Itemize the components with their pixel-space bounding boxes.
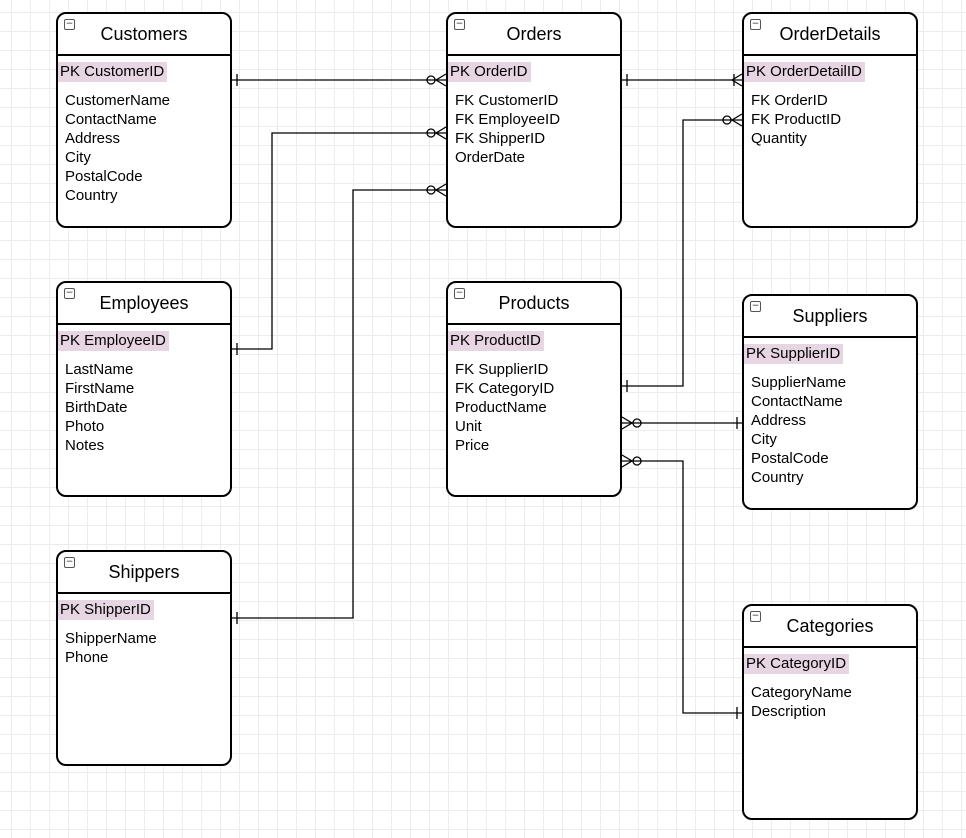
- field-list: LastName FirstName BirthDate Photo Notes: [58, 351, 230, 455]
- field: PostalCode: [65, 168, 143, 185]
- entity-employees[interactable]: − Employees PK EmployeeID LastName First…: [56, 281, 232, 497]
- entity-header: − Employees: [58, 283, 230, 325]
- field: Address: [751, 412, 807, 429]
- field: Phone: [65, 649, 109, 666]
- entity-header: − Customers: [58, 14, 230, 56]
- field: Photo: [65, 418, 105, 435]
- rel-shippers-orders: [232, 183, 447, 624]
- entity-header: − OrderDetails: [744, 14, 916, 56]
- entity-title: Products: [498, 292, 570, 313]
- rel-orders-orderdetails: [622, 73, 743, 87]
- field: Country: [65, 187, 118, 204]
- field: Address: [65, 130, 121, 147]
- field: City: [65, 149, 91, 166]
- field: Notes: [65, 437, 105, 454]
- field: City: [751, 431, 777, 448]
- field-list: SupplierName ContactName Address City Po…: [744, 364, 916, 487]
- collapse-icon[interactable]: −: [454, 19, 465, 30]
- field: FK CustomerID: [455, 92, 559, 109]
- entity-categories[interactable]: − Categories PK CategoryID CategoryName …: [742, 604, 918, 820]
- field: PostalCode: [751, 450, 829, 467]
- entity-products[interactable]: − Products PK ProductID FK SupplierID FK…: [446, 281, 622, 497]
- field: Description: [751, 703, 827, 720]
- entity-suppliers[interactable]: − Suppliers PK SupplierID SupplierName C…: [742, 294, 918, 510]
- entity-header: − Products: [448, 283, 620, 325]
- primary-key: PK OrderDetailID: [744, 62, 865, 82]
- primary-key: PK CustomerID: [58, 62, 168, 82]
- field: OrderDate: [455, 149, 526, 166]
- entity-title: Employees: [99, 292, 189, 313]
- rel-customers-orders: [232, 73, 447, 87]
- primary-key: PK EmployeeID: [58, 331, 169, 351]
- rel-products-orderdetails: [622, 113, 743, 392]
- field: ContactName: [751, 393, 843, 410]
- entity-title: Shippers: [108, 561, 180, 582]
- field-list: CategoryName Description: [744, 674, 916, 721]
- rel-suppliers-products: [621, 416, 742, 430]
- collapse-icon[interactable]: −: [750, 301, 761, 312]
- entity-title: Customers: [100, 23, 188, 44]
- field: ShipperName: [65, 630, 157, 647]
- collapse-icon[interactable]: −: [64, 19, 75, 30]
- collapse-icon[interactable]: −: [750, 611, 761, 622]
- entity-header: − Shippers: [58, 552, 230, 594]
- field-list: FK CustomerID FK EmployeeID FK ShipperID…: [448, 82, 620, 167]
- field: FK ProductID: [751, 111, 842, 128]
- field-list: ShipperName Phone: [58, 620, 230, 667]
- field: BirthDate: [65, 399, 128, 416]
- field: FK SupplierID: [455, 361, 549, 378]
- field: CategoryName: [751, 684, 852, 701]
- field-list: FK OrderID FK ProductID Quantity: [744, 82, 916, 148]
- field-list: FK SupplierID FK CategoryID ProductName …: [448, 351, 620, 455]
- entity-title: Orders: [506, 23, 562, 44]
- collapse-icon[interactable]: −: [64, 288, 75, 299]
- entity-orders[interactable]: − Orders PK OrderID FK CustomerID FK Emp…: [446, 12, 622, 228]
- entity-header: − Categories: [744, 606, 916, 648]
- field: Quantity: [751, 130, 807, 147]
- field: CustomerName: [65, 92, 171, 109]
- entity-orderdetails[interactable]: − OrderDetails PK OrderDetailID FK Order…: [742, 12, 918, 228]
- field: FK CategoryID: [455, 380, 555, 397]
- entity-title: Suppliers: [792, 305, 868, 326]
- primary-key: PK ShipperID: [58, 600, 154, 620]
- field: FirstName: [65, 380, 135, 397]
- primary-key: PK OrderID: [448, 62, 531, 82]
- field: FK EmployeeID: [455, 111, 561, 128]
- entity-customers[interactable]: − Customers PK CustomerID CustomerName C…: [56, 12, 232, 228]
- field: Price: [455, 437, 490, 454]
- field: SupplierName: [751, 374, 847, 391]
- entity-title: OrderDetails: [779, 23, 881, 44]
- rel-employees-orders: [232, 126, 447, 355]
- entity-shippers[interactable]: − Shippers PK ShipperID ShipperName Phon…: [56, 550, 232, 766]
- collapse-icon[interactable]: −: [64, 557, 75, 568]
- field: FK ShipperID: [455, 130, 546, 147]
- field: LastName: [65, 361, 134, 378]
- field: ContactName: [65, 111, 157, 128]
- entity-header: − Orders: [448, 14, 620, 56]
- field: Unit: [455, 418, 482, 435]
- field: ProductName: [455, 399, 547, 416]
- entity-header: − Suppliers: [744, 296, 916, 338]
- collapse-icon[interactable]: −: [454, 288, 465, 299]
- primary-key: PK CategoryID: [744, 654, 850, 674]
- primary-key: PK ProductID: [448, 331, 544, 351]
- collapse-icon[interactable]: −: [750, 19, 761, 30]
- field: Country: [751, 469, 804, 486]
- primary-key: PK SupplierID: [744, 344, 844, 364]
- field: FK OrderID: [751, 92, 828, 109]
- entity-title: Categories: [786, 615, 874, 636]
- rel-categories-products: [621, 454, 742, 719]
- field-list: CustomerName ContactName Address City Po…: [58, 82, 230, 205]
